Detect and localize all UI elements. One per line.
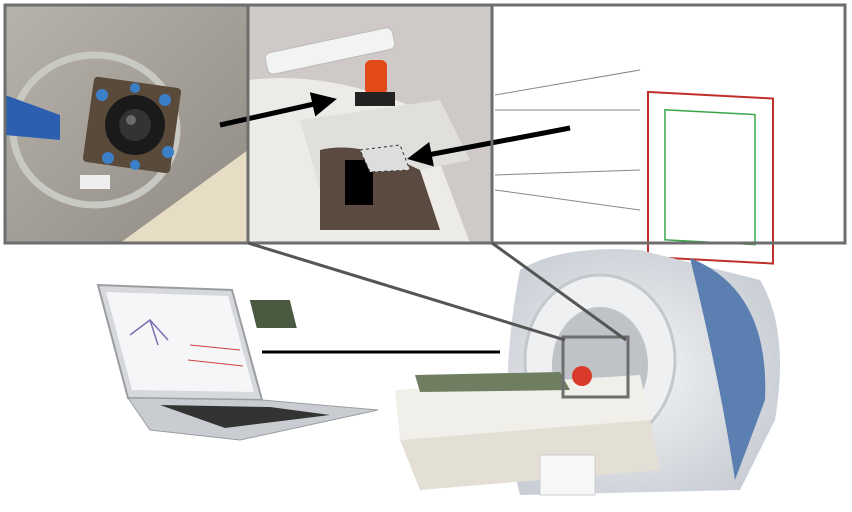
step-stool — [539, 454, 596, 496]
laptop-illustration — [96, 283, 379, 441]
panel-border — [490, 3, 847, 245]
zoom-region-box — [561, 335, 630, 399]
head-coil-panel — [219, 3, 494, 245]
laptop-screen — [106, 292, 254, 392]
checkerboard-panel — [407, 3, 847, 265]
mri-scanner-illustration — [395, 249, 780, 496]
cable-icon — [5, 95, 60, 140]
zoom-connector-right — [491, 241, 627, 342]
laptop-keyboard — [160, 405, 330, 428]
zoom-connector-left — [247, 241, 566, 342]
camera-closeup-panel — [3, 3, 250, 245]
arrow-camera-to-mount — [219, 92, 337, 128]
calibration-outer-box — [647, 90, 774, 265]
